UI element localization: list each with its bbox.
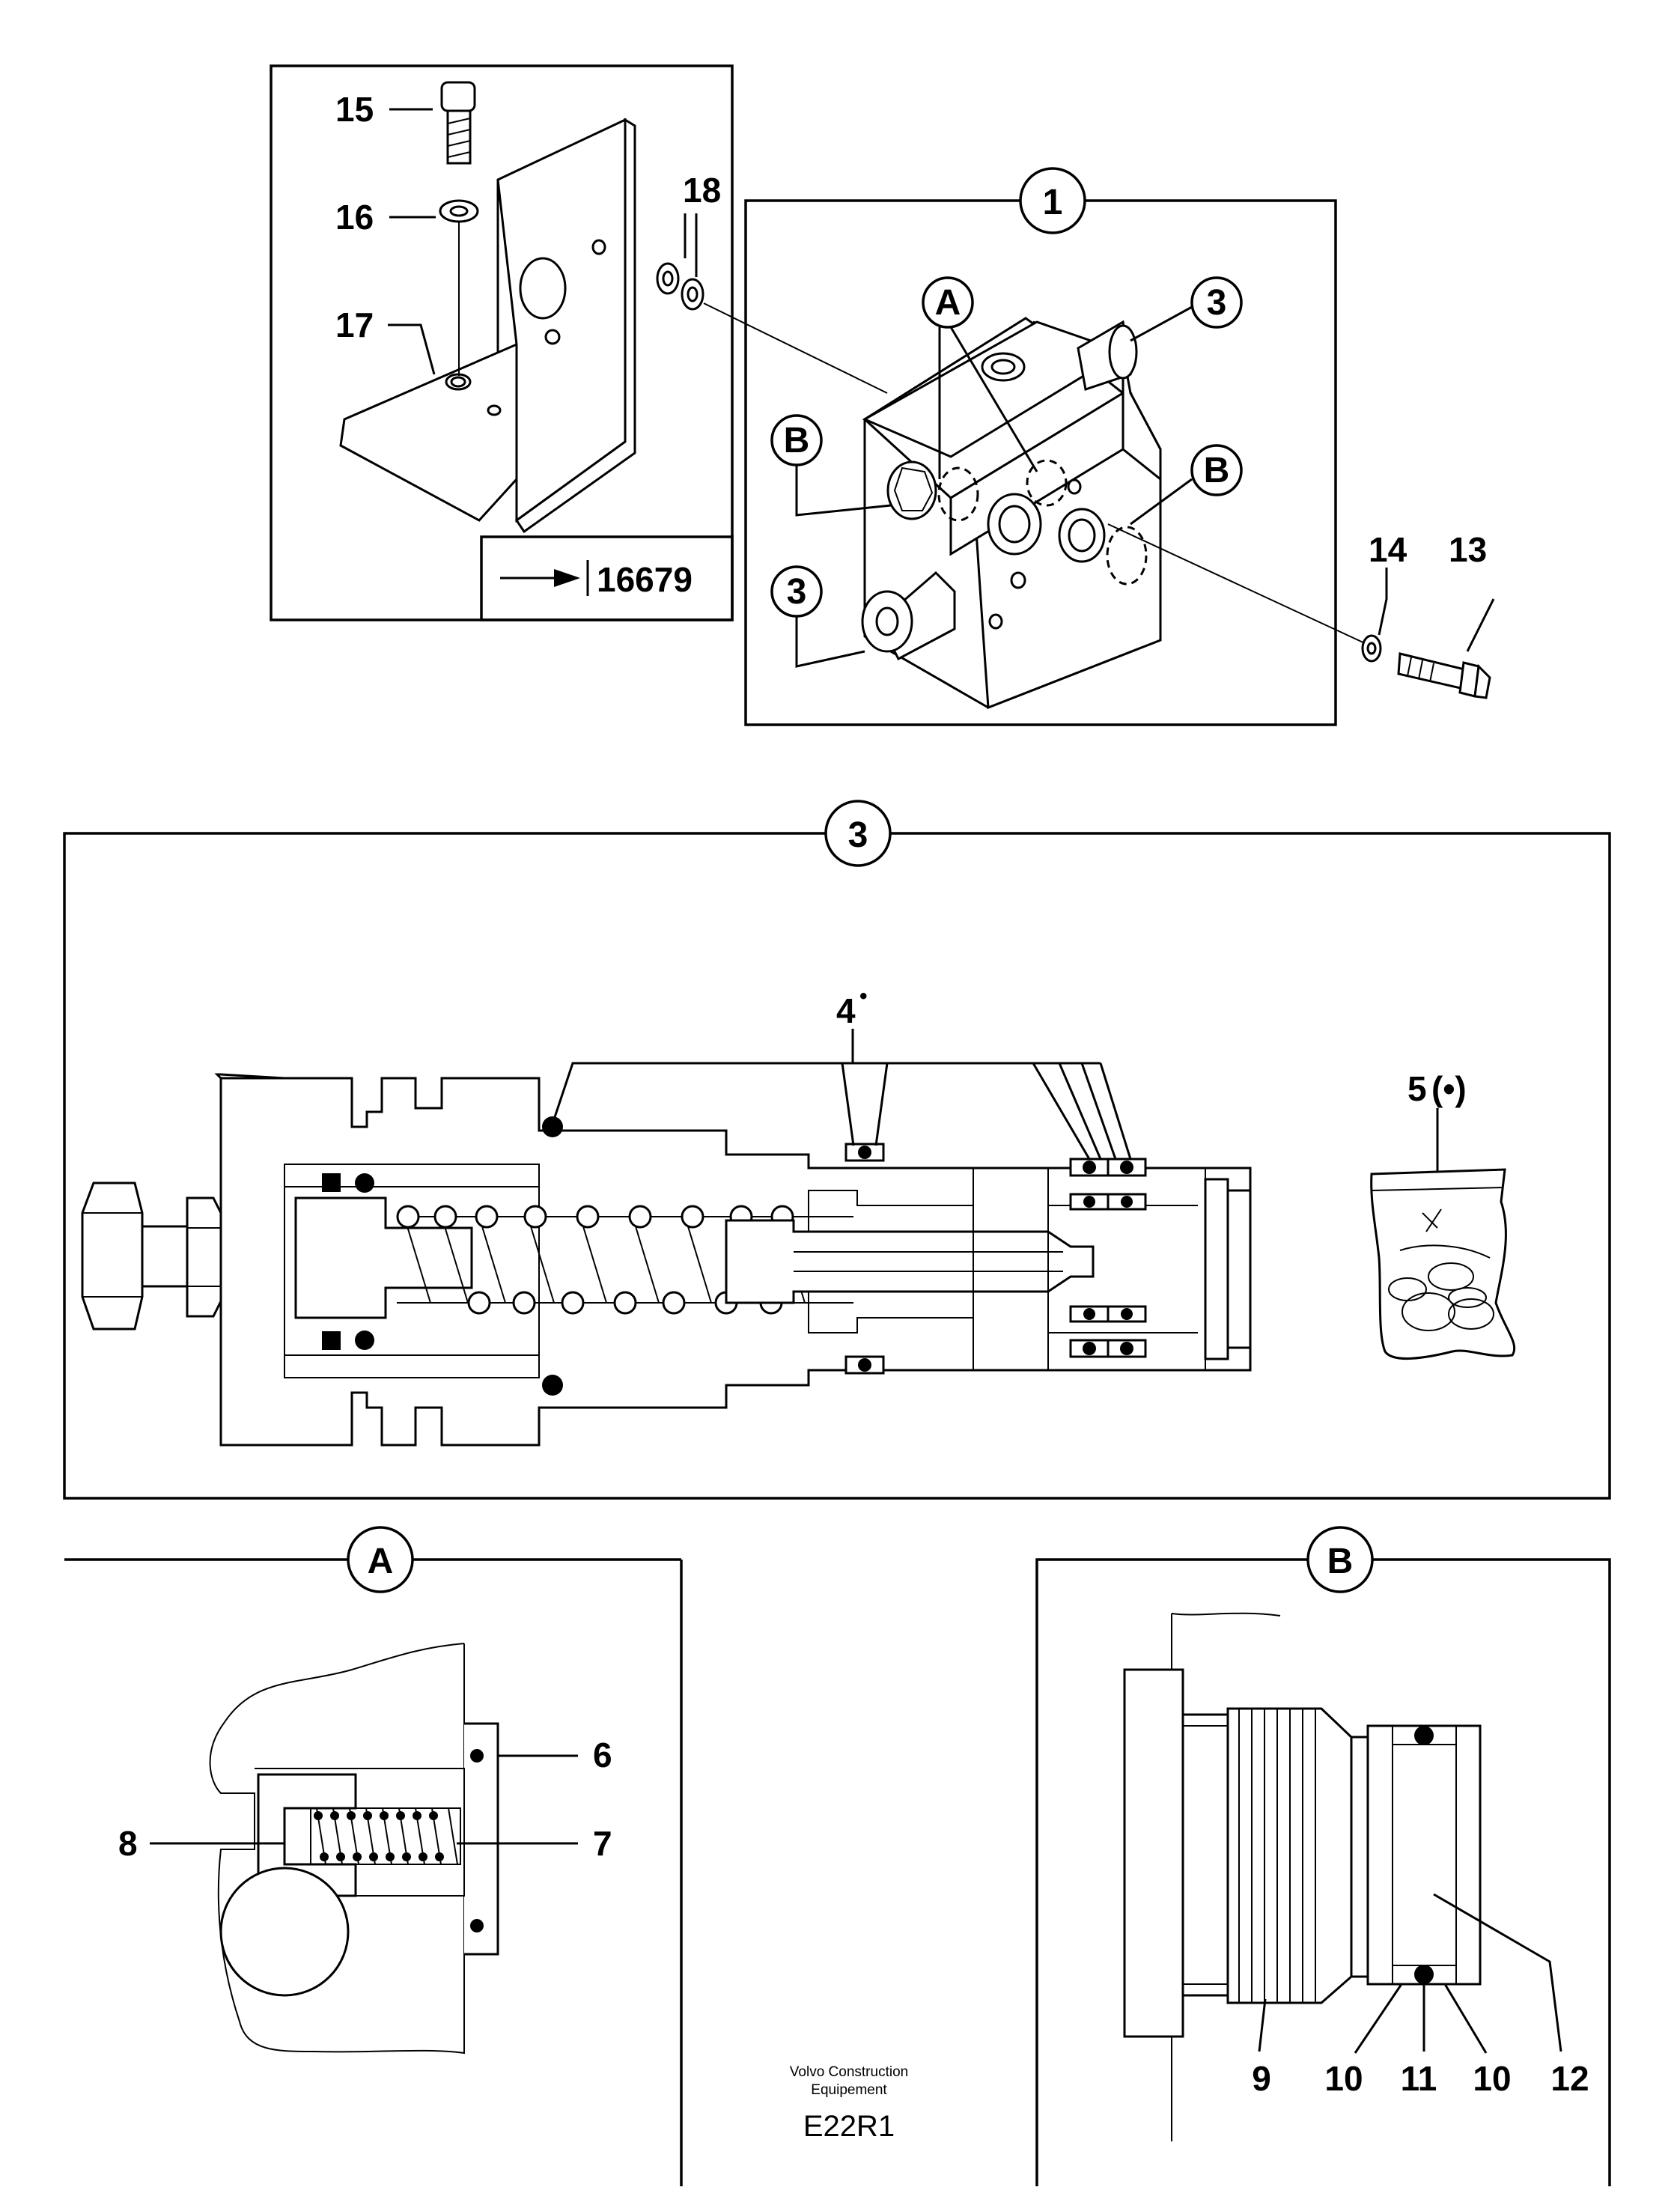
callout-6: 6 [593,1736,612,1774]
company-name-line1: Volvo Construction [790,2064,908,2080]
svg-text:3: 3 [848,815,868,855]
callout-15: 15 [335,90,374,129]
callout-17: 17 [335,305,374,344]
detail-circle-3-top [1190,276,1243,329]
callout-4-mark: • [859,984,868,1009]
detail-a-panel: A 6 7 8 [64,1526,683,2186]
svg-text:A: A [368,1542,394,1581]
callout-5: 5 [1407,1069,1427,1108]
callout-9: 9 [1252,2059,1271,2098]
detail-circle-a [347,1526,414,1593]
callout-14: 14 [1369,530,1407,569]
valve-block-drawing [861,317,1162,710]
svg-text:1: 1 [1043,183,1063,222]
callout-13: 13 [1449,530,1487,569]
screw-13-washer-14: 14 13 [1107,523,1495,699]
callout-4: 4 [836,991,856,1030]
reference-arrow-icon [500,560,589,596]
bolt-drawing [440,81,476,165]
svg-text:B: B [1327,1542,1354,1581]
callout-5-mark: (•) [1431,1069,1467,1108]
valve-cartridge-drawing [81,1073,1252,1447]
seal-kit-bag-icon [1370,1168,1516,1360]
callout-8: 8 [118,1824,138,1863]
callout-18: 18 [683,171,721,210]
callout-16: 16 [335,198,374,237]
svg-text:B: B [1204,451,1230,490]
detail-circle-1 [1019,167,1086,234]
callout-10-left: 10 [1324,2059,1363,2098]
svg-text:3: 3 [787,572,807,612]
reference-number: 16679 [597,560,693,599]
callout-7: 7 [593,1824,612,1863]
callout-12: 12 [1550,2059,1589,2098]
detail-b-panel: B 9 [1035,1526,1611,2186]
callout-10-right: 10 [1473,2059,1511,2098]
detail-a-drawing [209,1643,499,2055]
callout-11: 11 [1401,2059,1437,2098]
drawing-code: E22R1 [803,2110,895,2143]
svg-text:A: A [935,283,961,323]
detail-b-drawing [1123,1612,1482,2141]
bracket-drawing [339,118,636,534]
svg-text:B: B [784,421,810,460]
bracket-panel: 16679 15 [270,64,734,621]
detail-circle-3 [824,800,892,867]
detail-circle-b [1306,1526,1374,1593]
company-name-line2: Equipement [811,2082,887,2098]
svg-text:3: 3 [1207,283,1227,323]
detail-circle-a-top [922,276,974,329]
footer: Volvo Construction Equipement E22R1 [790,2064,908,2143]
valve-assembly-panel: 1 [744,167,1337,726]
detail-circle-b-right [1190,444,1243,496]
valve-section-panel: 3 [63,800,1611,1500]
washers-18: 18 [656,171,888,394]
